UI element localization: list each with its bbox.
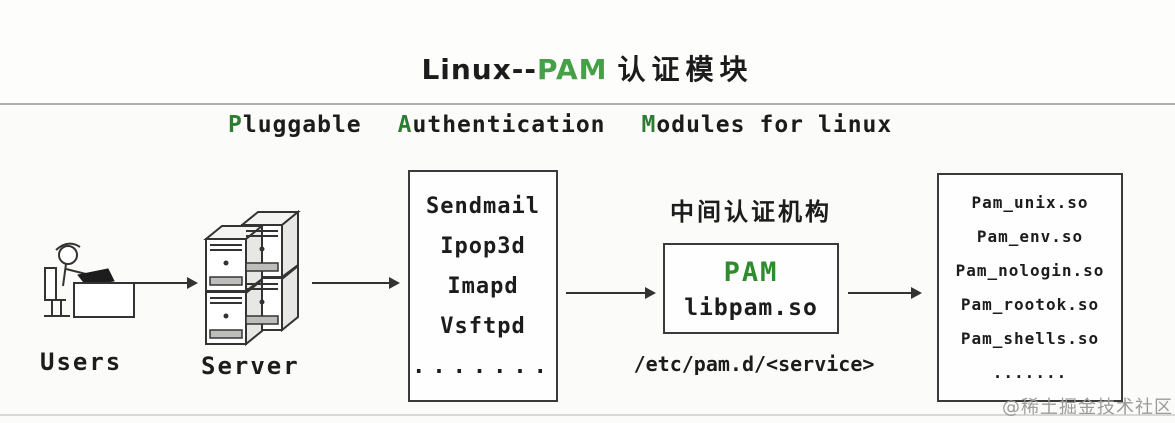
server-label: Server	[201, 352, 300, 380]
subtitle-word-modules: Modules	[641, 112, 746, 138]
services-box: Sendmail Ipop3d Imapd Vsftpd .......	[408, 170, 558, 402]
service-item: Sendmail	[426, 193, 540, 219]
arrow-services-to-pam	[566, 287, 656, 299]
user-at-desk-icon	[44, 242, 135, 318]
pam-modules-box: Pam_unix.so Pam_env.so Pam_nologin.so Pa…	[937, 173, 1123, 402]
title-suffix: 认证模块	[617, 53, 754, 86]
middle-auth-heading: 中间认证机构	[670, 198, 832, 226]
pam-module-item: Pam_nologin.so	[955, 260, 1105, 280]
header-band	[0, 0, 1175, 103]
pam-box-title: PAM	[723, 256, 779, 288]
subtitle-word-for: for	[759, 112, 805, 138]
title-prefix: Linux--	[421, 53, 538, 86]
pam-module-item: Pam_env.so	[976, 226, 1084, 246]
subtitle: Pluggable Authentication Modules for lin…	[228, 112, 928, 138]
pam-library-name: libpam.so	[684, 294, 818, 321]
pam-module-item: Pam_unix.so	[971, 192, 1089, 212]
arrow-pam-to-modules	[848, 287, 922, 299]
service-item: Vsftpd	[440, 313, 526, 339]
pam-box: PAM libpam.so	[663, 243, 839, 334]
services-ellipsis: .......	[412, 353, 554, 379]
server-stack-icon	[203, 209, 301, 347]
service-item: Ipop3d	[440, 233, 526, 259]
pam-module-item: Pam_shells.so	[960, 329, 1100, 349]
subtitle-word-authentication: Authentication	[397, 112, 606, 138]
watermark: @稀土掘金技术社区	[1002, 397, 1173, 418]
arrow-server-to-services	[312, 277, 400, 289]
page-title: Linux--PAM 认证模块	[0, 48, 1175, 88]
arrow-users-to-server	[126, 277, 198, 289]
pam-config-path: /etc/pam.d/<service>	[633, 352, 875, 376]
users-label: Users	[40, 348, 123, 376]
top-divider	[0, 103, 1175, 105]
modules-ellipsis: .......	[992, 363, 1068, 383]
service-item: Imapd	[447, 273, 519, 299]
title-pam: PAM	[537, 53, 608, 86]
subtitle-word-linux: linux	[818, 112, 893, 138]
pam-module-item: Pam_rootok.so	[960, 295, 1100, 315]
bottom-divider	[0, 414, 1175, 416]
subtitle-word-pluggable: Pluggable	[228, 112, 362, 138]
